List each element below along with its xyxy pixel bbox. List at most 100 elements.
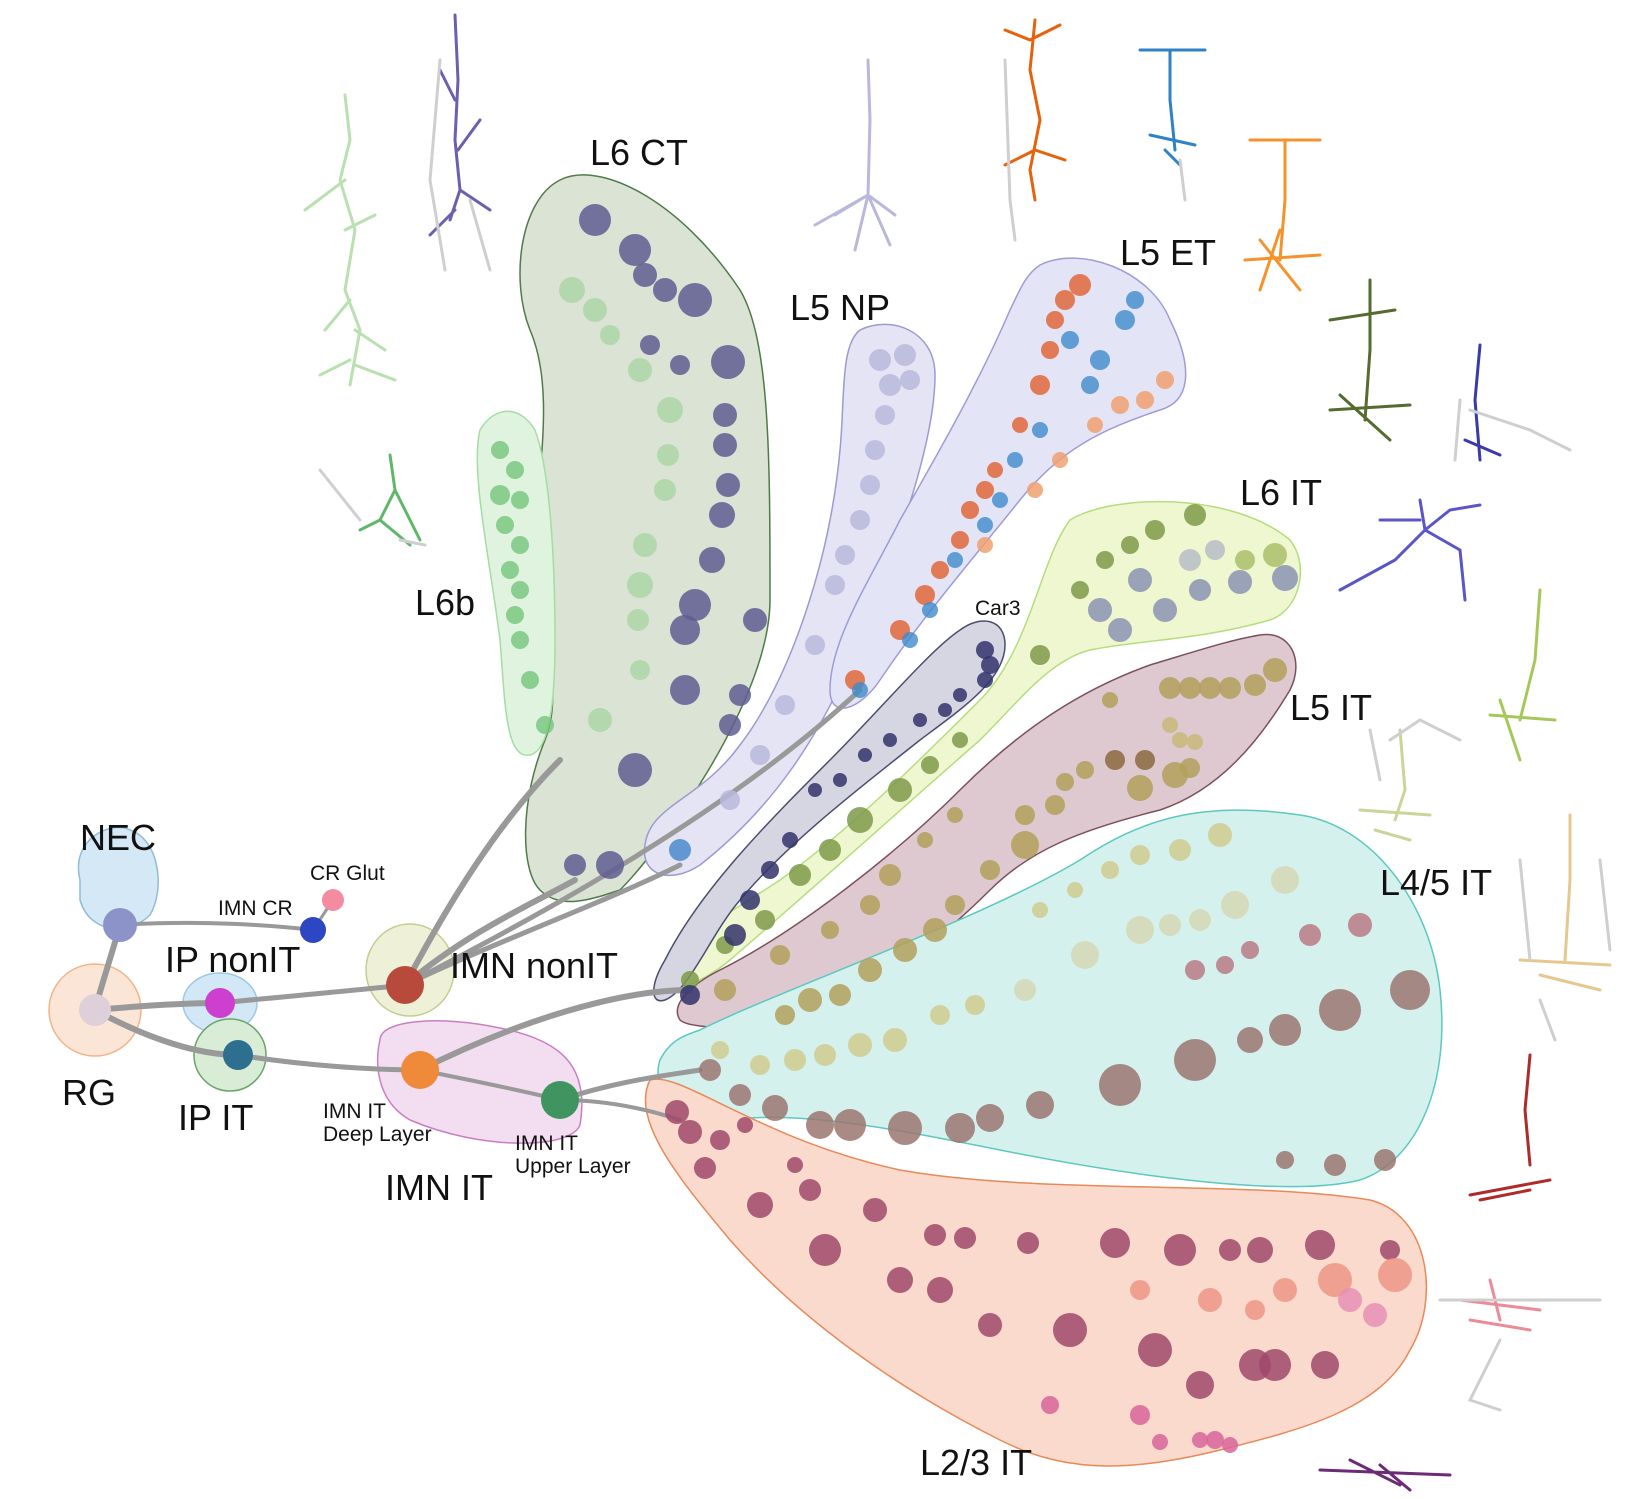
- l5et-blue-node[interactable]: [902, 632, 918, 648]
- l5it-node[interactable]: [1102, 692, 1118, 708]
- l23it-node[interactable]: [1164, 1234, 1196, 1266]
- l23it-node[interactable]: [924, 1224, 946, 1246]
- l23it-node[interactable]: [1041, 1396, 1059, 1414]
- l6it-node[interactable]: [789, 864, 811, 886]
- l23it-node[interactable]: [694, 1157, 716, 1179]
- l6ct-light-node[interactable]: [630, 660, 650, 680]
- l6b-node[interactable]: [501, 561, 519, 579]
- l23it-node[interactable]: [863, 1198, 887, 1222]
- l5et-blue-node[interactable]: [947, 552, 963, 568]
- l6it-node[interactable]: [1189, 579, 1211, 601]
- l6ct-node[interactable]: [729, 684, 751, 706]
- l6b-node[interactable]: [506, 461, 524, 479]
- l5np-node[interactable]: [860, 475, 880, 495]
- l6ct-node[interactable]: [618, 753, 652, 787]
- l23it-node[interactable]: [1338, 1288, 1362, 1312]
- node-ip-it[interactable]: [223, 1040, 253, 1070]
- l23it-node[interactable]: [954, 1227, 976, 1249]
- l5et-orange-node[interactable]: [951, 531, 969, 549]
- l5it-node[interactable]: [1199, 677, 1221, 699]
- l45it-node[interactable]: [1324, 1154, 1346, 1176]
- l45it-node[interactable]: [1374, 1149, 1396, 1171]
- l6b-node[interactable]: [491, 441, 509, 459]
- node-imn-cr[interactable]: [300, 917, 326, 943]
- l6ct-light-node[interactable]: [654, 479, 676, 501]
- l6it-node[interactable]: [888, 778, 912, 802]
- l23it-node[interactable]: [1311, 1351, 1339, 1379]
- l23it-node[interactable]: [1219, 1239, 1241, 1261]
- car3-node[interactable]: [680, 985, 700, 1005]
- l6ct-light-node[interactable]: [627, 609, 649, 631]
- car3-node[interactable]: [782, 832, 798, 848]
- l23it-node[interactable]: [1380, 1240, 1400, 1260]
- l23it-node[interactable]: [1198, 1288, 1222, 1312]
- l6it-node[interactable]: [1263, 543, 1287, 567]
- car3-node[interactable]: [883, 733, 897, 747]
- l5np-node[interactable]: [835, 545, 855, 565]
- l6it-node[interactable]: [1128, 568, 1152, 592]
- l5it-node[interactable]: [1187, 734, 1203, 750]
- l45it-node[interactable]: [1276, 1151, 1294, 1169]
- car3-node[interactable]: [953, 688, 967, 702]
- node-ip-nonit[interactable]: [205, 988, 235, 1018]
- car3-node[interactable]: [977, 672, 993, 688]
- l5it-node[interactable]: [879, 864, 901, 886]
- l45it-light-node[interactable]: [1032, 902, 1048, 918]
- l45it-node[interactable]: [1348, 913, 1372, 937]
- node-nec[interactable]: [103, 908, 137, 942]
- car3-node[interactable]: [833, 773, 847, 787]
- l6it-node[interactable]: [755, 910, 775, 930]
- l45it-node[interactable]: [888, 1111, 922, 1145]
- l23it-node[interactable]: [710, 1130, 730, 1150]
- l5it-node[interactable]: [798, 988, 822, 1012]
- node-imn-it-deep[interactable]: [401, 1051, 439, 1089]
- l45it-light-node[interactable]: [1101, 861, 1119, 879]
- l6it-node[interactable]: [1272, 565, 1298, 591]
- l23it-node[interactable]: [1318, 1263, 1352, 1297]
- l23it-node[interactable]: [1273, 1278, 1297, 1302]
- l5et-blue-node[interactable]: [1081, 376, 1099, 394]
- l23it-node[interactable]: [1130, 1405, 1150, 1425]
- l6ct-light-node[interactable]: [559, 277, 585, 303]
- l5et-blue-node[interactable]: [1126, 291, 1144, 309]
- l45it-light-node[interactable]: [1126, 916, 1154, 944]
- l6it-node[interactable]: [1228, 570, 1252, 594]
- l5et-orange-node[interactable]: [961, 501, 979, 519]
- l45it-light-node[interactable]: [1189, 909, 1211, 931]
- car3-node[interactable]: [761, 861, 779, 879]
- l5et-orange-node[interactable]: [1041, 341, 1059, 359]
- l6ct-node[interactable]: [713, 433, 737, 457]
- l6ct-node[interactable]: [743, 608, 767, 632]
- l5it-node[interactable]: [1263, 658, 1287, 682]
- l45it-light-node[interactable]: [784, 1049, 806, 1071]
- l5et-orange-node[interactable]: [931, 561, 949, 579]
- l6it-node[interactable]: [1071, 581, 1089, 599]
- l6ct-node[interactable]: [653, 278, 677, 302]
- l5np-node[interactable]: [720, 790, 740, 810]
- l23it-node[interactable]: [1152, 1434, 1168, 1450]
- l6it-node[interactable]: [1153, 598, 1177, 622]
- l23it-node[interactable]: [1053, 1313, 1087, 1347]
- l23it-node[interactable]: [665, 1100, 689, 1124]
- l45it-light-node[interactable]: [750, 1055, 770, 1075]
- l6ct-node[interactable]: [679, 589, 711, 621]
- l6ct-node[interactable]: [564, 854, 586, 876]
- l6ct-node[interactable]: [670, 615, 700, 645]
- l6ct-light-node[interactable]: [628, 358, 652, 382]
- l5it-node[interactable]: [1179, 677, 1201, 699]
- l5et-blue-node[interactable]: [992, 492, 1008, 508]
- l5et-orange-node[interactable]: [1055, 290, 1075, 310]
- l5et-orange-node[interactable]: [1156, 371, 1174, 389]
- l5it-node[interactable]: [821, 921, 839, 939]
- l23it-node[interactable]: [799, 1179, 821, 1201]
- l45it-light-node[interactable]: [814, 1044, 836, 1066]
- l5np-node[interactable]: [669, 839, 691, 861]
- l6b-node[interactable]: [496, 516, 514, 534]
- l6ct-node[interactable]: [711, 345, 745, 379]
- l5it-node[interactable]: [980, 860, 1000, 880]
- l5np-node[interactable]: [825, 575, 845, 595]
- car3-node[interactable]: [740, 890, 760, 910]
- car3-node[interactable]: [913, 713, 927, 727]
- l23it-node[interactable]: [809, 1234, 841, 1266]
- l5et-orange-node[interactable]: [977, 537, 993, 553]
